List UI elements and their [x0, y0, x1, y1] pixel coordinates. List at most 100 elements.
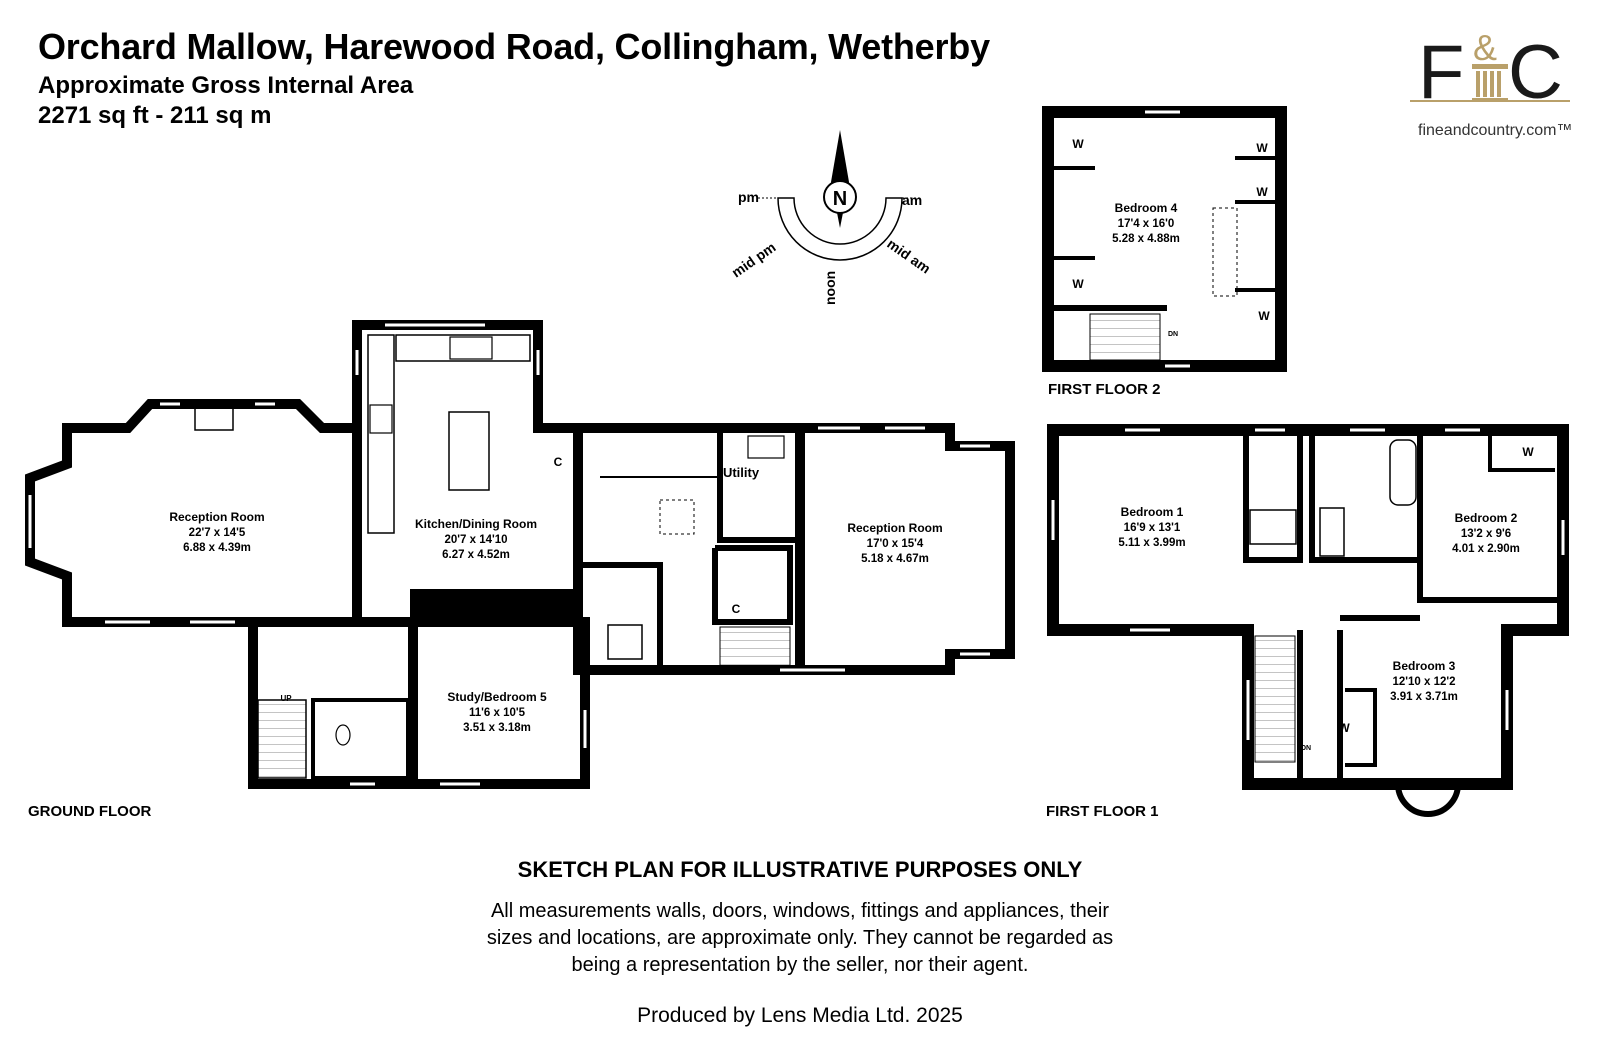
compass-north-label: N	[833, 188, 847, 210]
windows-kitchen	[355, 323, 540, 375]
reception-east-metric: 5.18 x 4.67m	[861, 553, 929, 565]
page-title: Orchard Mallow, Harewood Road, Collingha…	[38, 26, 990, 67]
stairs-first-floor-1	[1254, 635, 1296, 763]
floor-plan-drawing: Reception Room 22'7 x 14'5 6.88 x 4.39m …	[25, 106, 1569, 817]
wardrobe-bedroom-2	[1488, 436, 1555, 472]
utility-walls	[717, 428, 800, 543]
kitchen-counter-north	[395, 334, 531, 362]
ground-floor-plan	[25, 320, 1015, 789]
bedroom1-metric: 5.11 x 3.99m	[1118, 537, 1185, 549]
study-name: Study/Bedroom 5	[447, 690, 547, 704]
sun-path-arc	[777, 197, 903, 261]
area-subtitle: Approximate Gross Internal Area	[38, 72, 414, 99]
bedroom4-name: Bedroom 4	[1115, 201, 1178, 215]
bedroom2-name: Bedroom 2	[1455, 511, 1518, 525]
bathroom-walls	[1309, 436, 1423, 563]
wc-ground	[311, 698, 410, 780]
reception-east-name: Reception Room	[847, 521, 942, 535]
roof-light-ground	[659, 499, 695, 535]
first-floor-1-label: FIRST FLOOR 1	[1046, 803, 1159, 820]
compass-am-label: am	[902, 192, 922, 208]
compass-rose: N pm am mid pm mid am noon	[729, 130, 934, 305]
bedroom3-imperial: 12'10 x 12'2	[1392, 676, 1455, 688]
roof-light-bedroom-4	[1212, 207, 1238, 297]
produced-by: Produced by Lens Media Ltd. 2025	[637, 1004, 963, 1027]
logo-ampersand: &	[1473, 28, 1497, 68]
study-walls	[408, 617, 590, 789]
kitchen-counter-west	[367, 334, 395, 534]
reception-east-imperial: 17'0 x 15'4	[867, 538, 924, 550]
reception-room-east-walls	[795, 423, 1015, 675]
bedroom1-imperial: 16'9 x 13'1	[1124, 522, 1181, 534]
reception-west-imperial: 22'7 x 14'5	[189, 527, 246, 539]
windows-study	[350, 710, 587, 786]
bedroom3-metric: 3.91 x 3.71m	[1390, 691, 1458, 703]
first-floor-2-label: FIRST FLOOR 2	[1048, 381, 1161, 398]
wardrobe-marker: W	[1072, 277, 1084, 291]
ensuite-walls	[1243, 436, 1303, 563]
wardrobe-marker: W	[1072, 137, 1084, 151]
room-labels: Reception Room 22'7 x 14'5 6.88 x 4.39m …	[169, 201, 1520, 734]
disclaimer-line: being a representation by the seller, no…	[571, 954, 1029, 976]
bedroom1-name: Bedroom 1	[1121, 505, 1184, 519]
compass-pm-label: pm	[738, 189, 759, 205]
kitchen-dining-walls	[352, 320, 583, 627]
cupboard-marker: C	[554, 455, 563, 469]
wardrobe-marker: W	[1256, 141, 1268, 155]
sketch-notice: SKETCH PLAN FOR ILLUSTRATIVE PURPOSES ON…	[517, 857, 1083, 882]
stairs-first-floor-2	[1089, 313, 1161, 361]
bathroom-shower-tray	[1319, 507, 1345, 557]
fine-and-country-logo: F & C	[1410, 28, 1570, 115]
study-metric: 3.51 x 3.18m	[463, 722, 531, 734]
wardrobe-marker: W	[1522, 445, 1534, 459]
utility-sink	[747, 435, 785, 459]
bath-icon	[1389, 439, 1417, 506]
first-floor-2-plan	[1042, 106, 1287, 372]
stairs-down-marker: DN	[1301, 745, 1311, 752]
windows-reception-east	[780, 426, 990, 672]
reception-west-name: Reception Room	[169, 510, 264, 524]
stairs-ground	[257, 699, 307, 779]
north-circle-icon	[823, 180, 857, 214]
compass-noon-label: noon	[822, 271, 838, 305]
cupboard-marker: C	[732, 602, 741, 616]
study-imperial: 11'6 x 10'5	[469, 707, 526, 719]
wardrobe-marker: W	[1256, 185, 1268, 199]
windows-reception-west	[28, 402, 275, 624]
bedroom4-imperial: 17'4 x 16'0	[1118, 218, 1175, 230]
plan-markers: C C C W W W W W W W UP DN DN	[280, 137, 1534, 752]
gross-area-value: 2271 sq ft - 211 sq m	[38, 102, 272, 129]
logo-gold-rule	[1410, 100, 1570, 102]
bedroom2-metric: 4.01 x 2.90m	[1452, 543, 1520, 555]
first-floor-1-plan	[1047, 424, 1569, 817]
chimney-breast	[410, 589, 578, 621]
first-floor-1-outer-walls	[1047, 424, 1569, 790]
wardrobe-bedroom-3	[1345, 688, 1377, 767]
toilet-icon	[335, 724, 351, 746]
bedroom2-imperial: 13'2 x 9'6	[1461, 528, 1511, 540]
kitchen-island	[448, 411, 490, 491]
cupboard-marker: C	[560, 603, 569, 617]
disclaimer-line: sizes and locations, are approximate onl…	[486, 927, 1114, 949]
windows-bedroom-4	[1145, 110, 1190, 368]
ensuite-shower-tray	[1249, 509, 1297, 545]
cupboard-under-stairs	[712, 545, 793, 625]
kitchen-metric: 6.27 x 4.52m	[442, 549, 510, 561]
bedroom3-name: Bedroom 3	[1393, 659, 1456, 673]
wardrobe-marker: W	[1258, 309, 1270, 323]
stairs-up-marker: UP	[280, 694, 292, 703]
bedroom-2-walls	[1417, 560, 1557, 603]
disclaimer-line: All measurements walls, doors, windows, …	[490, 900, 1110, 922]
utility-name: Utility	[723, 465, 760, 480]
shower-tray-ground	[607, 624, 643, 660]
reception-west-metric: 6.88 x 4.39m	[183, 542, 251, 554]
kitchen-sink	[449, 336, 493, 360]
disclaimer-text: All measurements walls, doors, windows, …	[400, 898, 1200, 979]
stairs-down-marker: DN	[1168, 331, 1178, 338]
bedroom4-metric: 5.28 x 4.88m	[1112, 233, 1180, 245]
hob-icon	[369, 404, 393, 434]
ground-floor-label: GROUND FLOOR	[28, 803, 152, 820]
logo-website: fineandcountry.com™	[1418, 122, 1573, 139]
fireplace-west	[194, 407, 234, 431]
kitchen-imperial: 20'7 x 14'10	[444, 534, 507, 546]
